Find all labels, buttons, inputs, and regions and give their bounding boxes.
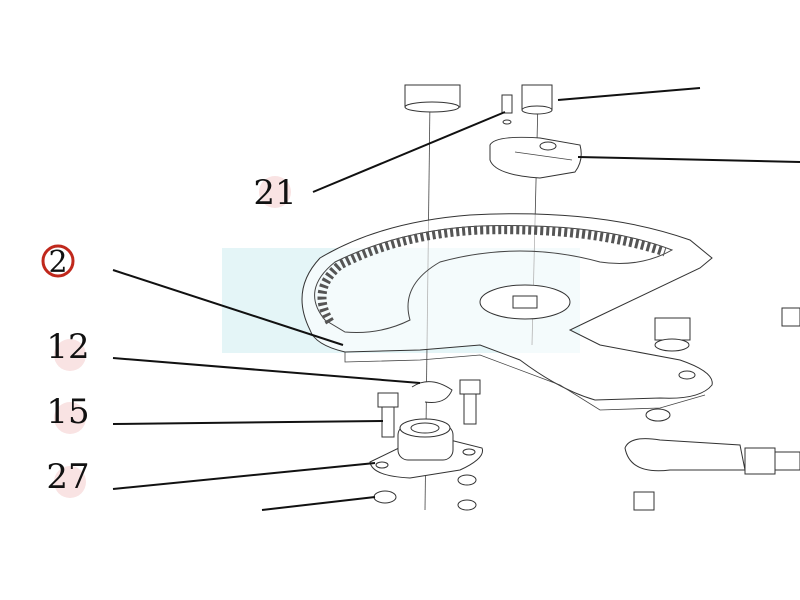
grease-nipple-part xyxy=(501,94,513,125)
rod-end-part xyxy=(624,307,800,511)
callout-12: 12 xyxy=(46,327,89,367)
highlight-circle xyxy=(41,244,75,278)
shaft-part xyxy=(404,84,461,113)
washer-part xyxy=(373,490,397,504)
callout-2: 2 xyxy=(48,245,67,280)
bolt-part xyxy=(377,392,399,438)
bearing-flange-part xyxy=(369,418,484,479)
washer-part xyxy=(457,474,477,486)
gear-sector-plate xyxy=(301,213,713,411)
callout-15: 15 xyxy=(46,392,89,432)
nut-part xyxy=(521,84,553,115)
washer-part xyxy=(457,499,477,511)
cam-block-part xyxy=(489,136,582,179)
callout-21: 21 xyxy=(253,173,296,213)
leader-lines xyxy=(112,87,800,511)
circlip-part xyxy=(411,381,453,403)
label-highlights xyxy=(54,176,291,498)
bolt-part xyxy=(459,379,481,425)
callout-27: 27 xyxy=(46,457,89,497)
